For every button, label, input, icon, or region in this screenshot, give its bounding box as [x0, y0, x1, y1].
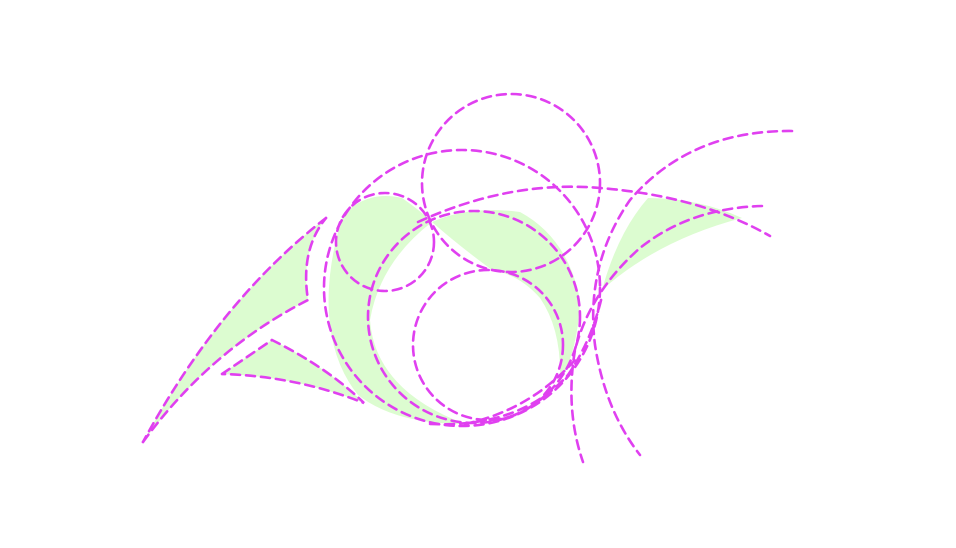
circle-small-left — [334, 191, 436, 293]
circle-large — [322, 148, 602, 428]
circle-inner — [411, 268, 565, 422]
arc-lower-sweep — [428, 294, 604, 426]
filled-region-left-spike — [143, 218, 326, 442]
filled-regions — [143, 196, 742, 442]
filled-region-left-lower-sliver — [222, 340, 364, 403]
arc-wide-top — [416, 185, 772, 238]
arc-right-outer — [591, 129, 794, 457]
arc-right-inner — [570, 204, 764, 464]
arc-lower-inner-sweep — [463, 358, 577, 426]
filled-region-right-horn — [602, 198, 742, 290]
dashed-arcs — [141, 129, 794, 464]
arc-left-lower — [220, 338, 365, 405]
circle-top — [420, 92, 602, 274]
arc-left-inner — [141, 216, 328, 444]
arc-left-outer — [141, 216, 328, 444]
filled-region-central-lens — [432, 209, 580, 382]
filled-region-central-crescent — [328, 196, 465, 424]
